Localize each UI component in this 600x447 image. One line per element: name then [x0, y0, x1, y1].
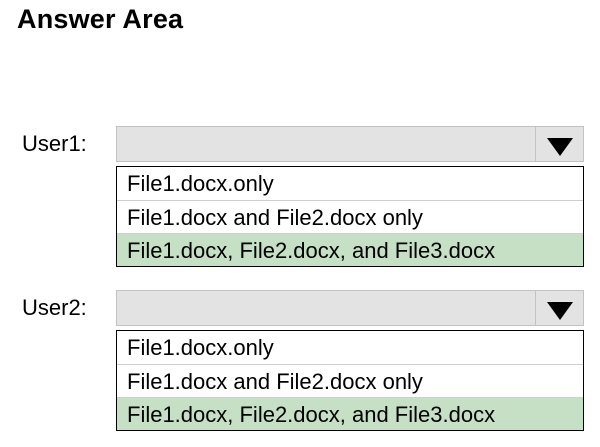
user1-option-file1-file2-file3[interactable]: File1.docx, File2.docx, and File3.docx — [117, 233, 583, 266]
triangle-down-icon — [547, 302, 573, 320]
triangle-down-icon — [547, 138, 573, 156]
user2-dropdown[interactable] — [116, 290, 584, 326]
user2-option-file1-only[interactable]: File1.docx.only — [127, 335, 274, 360]
user2-option-file1-file2-only[interactable]: File1.docx and File2.docx only — [117, 364, 583, 397]
user1-label: User1: — [22, 131, 87, 156]
answer-area-title: Answer Area — [17, 4, 184, 34]
user2-options-list: File1.docx.only File1.docx and File2.doc… — [116, 330, 584, 431]
user1-option-file1-file2-only[interactable]: File1.docx and File2.docx only — [117, 200, 583, 233]
user1-dropdown[interactable] — [116, 126, 584, 162]
user2-option-file1-file2-file3[interactable]: File1.docx, File2.docx, and File3.docx — [117, 397, 583, 430]
user2-label: User2: — [22, 295, 87, 320]
user1-option-file1-only[interactable]: File1.docx.only — [127, 171, 274, 196]
user2-dropdown-arrow-button[interactable] — [535, 291, 583, 325]
user1-options-list: File1.docx.only File1.docx and File2.doc… — [116, 166, 584, 267]
user1-dropdown-arrow-button[interactable] — [535, 127, 583, 161]
